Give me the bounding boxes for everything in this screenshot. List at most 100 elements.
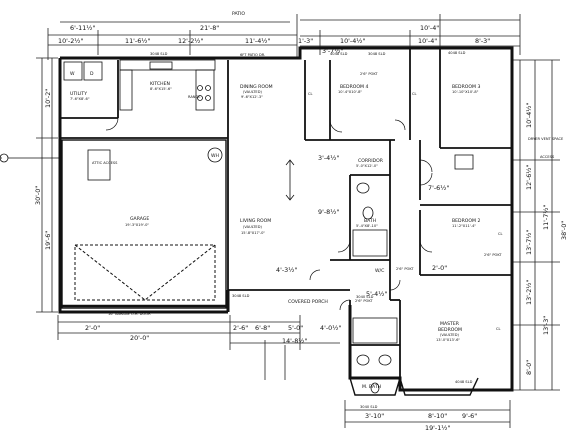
- wic-label: W/C: [375, 268, 384, 274]
- window-label-6: 4048 SLD: [455, 380, 473, 384]
- bath-label: BATH: [364, 218, 376, 224]
- dim-bot-3: 6'-8": [255, 324, 270, 332]
- kitchen-label: KITCHEN: [150, 81, 170, 87]
- attic-access-label: ATTIC ACCESS: [92, 161, 118, 165]
- dim-left-2: 30'-0": [34, 186, 42, 205]
- dim-top-9: 10'-4": [418, 37, 437, 45]
- garage-area: [61, 139, 228, 309]
- dim-bot-11: 19'-1½": [425, 424, 450, 432]
- garage-door-label: 16' GARAGE O.H. DOOR: [108, 312, 151, 316]
- dim-bot-5: 4'-0½": [320, 324, 341, 332]
- living-size: 15'-8"X17'-0": [241, 231, 265, 235]
- dim-bot-1: 2'-0": [85, 324, 100, 332]
- dim-top-1: 6'-11½": [70, 24, 95, 32]
- interior-walls: [60, 48, 512, 378]
- corridor-label: CORRIDOR: [358, 158, 384, 164]
- dim-mid-2: 9'-8½": [318, 208, 339, 216]
- dim-right-8: 8'-0": [525, 360, 533, 375]
- right-dimensions: [512, 59, 560, 391]
- bay-window: [349, 377, 479, 396]
- dim-bot-8: 3'-10": [365, 412, 384, 420]
- dim-top-10: 8'-3": [475, 37, 490, 45]
- bedroom4-label: BEDROOM 4: [340, 84, 368, 90]
- dim-top-3: 11'-4½": [245, 37, 270, 45]
- master-vaulted: (VAULTED): [440, 333, 459, 337]
- closet-label-3: CL: [498, 232, 503, 236]
- living-label: LIVING ROOM: [240, 218, 271, 224]
- bath-fixtures: [352, 154, 474, 394]
- window-label-5: 3040 SLD: [360, 405, 378, 409]
- left-dimensions: [0, 57, 58, 313]
- master-size: 13'-0"X13'-6": [436, 338, 460, 342]
- closet-label-2: CL: [412, 92, 417, 96]
- dim-bot-4: 5'-0": [288, 324, 303, 332]
- bedroom3-label: BEDROOM 3: [452, 84, 480, 90]
- dim-right-7: 13'-3": [542, 316, 550, 335]
- bath-size: 5'-4"X8'-10": [356, 224, 378, 228]
- door-swings: [105, 117, 433, 311]
- wh-label: WH: [211, 153, 219, 159]
- living-vaulted: (VAULTED): [243, 225, 262, 229]
- dim-right-2: 12'-6½": [525, 165, 533, 190]
- dim-top-12: 10'-4": [420, 24, 439, 32]
- window-label-4: 3048 SLD: [232, 294, 250, 298]
- dim-right-5: 13'-7½": [525, 230, 533, 255]
- dim-right-6: 13'-2½": [525, 280, 533, 305]
- dryer-mark: D: [90, 71, 94, 77]
- dim-top-4: 10'-2½": [58, 37, 83, 45]
- dim-right-3: 38'-0": [560, 221, 568, 240]
- pocket-door-3: 2'6" POKT: [355, 299, 373, 303]
- patio-label: PATIO: [232, 11, 245, 17]
- closet-label-4: CL: [496, 327, 501, 331]
- master-label: MASTER: [440, 321, 460, 327]
- range-label: RANGE: [188, 95, 201, 99]
- window-label-3: 4048 SLD: [448, 51, 466, 55]
- mbath-label: M. BATH: [362, 384, 381, 390]
- pocket-door-2: 2'6" POKT: [484, 253, 502, 257]
- bedroom3-size: 10'-10"X10'-8": [452, 90, 479, 94]
- utility-label: UTILITY: [70, 91, 87, 97]
- covered-porch-label: COVERED PORCH: [288, 299, 328, 305]
- dim-top-7: 1'-3": [298, 37, 313, 45]
- dim-bot-6: 20'-0": [130, 334, 149, 342]
- dim-top-6: 12'-2½": [178, 37, 203, 45]
- washer-mark: W: [70, 71, 75, 77]
- dim-left-3: 19'-6": [44, 231, 52, 250]
- dining-vaulted: (VAULTED): [243, 90, 262, 94]
- dryer-vent-note: DRYER VENT SPACE: [528, 137, 564, 141]
- dim-mid-1: 3'-4½": [318, 154, 339, 162]
- dim-left-1: 10'-2": [44, 89, 52, 108]
- kitchen-size: 8'-6"X15'-6": [150, 87, 172, 91]
- corridor-size: 5'-0"X12'-0": [356, 164, 378, 168]
- bedroom4-size: 10'-4"X10'-8": [338, 90, 362, 94]
- dim-bot-9: 8'-10": [428, 412, 447, 420]
- master-sub-label: BEDROOM: [438, 327, 462, 333]
- dim-right-4: 11'-7½": [542, 205, 550, 230]
- utility-size: 7'-6"X8'-6": [70, 97, 90, 101]
- patio-door-label: 6FT PATIO DR.: [240, 53, 265, 57]
- top-dimensions: [47, 14, 521, 60]
- arrow-marks: [0, 153, 295, 201]
- bottom-dimensions: [57, 315, 511, 428]
- bedroom2-size: 11'-2"X11'-4": [452, 224, 476, 228]
- dining-size: 9'-6"X12'-3": [241, 95, 263, 99]
- window-label-7: 3040 SLD: [356, 295, 374, 299]
- pocket-door-4: 2'6" POKT: [396, 267, 414, 271]
- kitchen-fixtures: [63, 59, 223, 181]
- dim-right-1: 10'-4½": [525, 103, 533, 128]
- dim-mid-5: 5'-4½": [366, 290, 387, 298]
- closet-label-1: CL: [308, 92, 313, 96]
- bedroom2-label: BEDROOM 2: [452, 218, 480, 224]
- window-label-1: 3048 SLD: [150, 52, 168, 56]
- dim-mid-3: 7'-6½": [428, 184, 449, 192]
- dim-mid-6: 2'-0": [432, 264, 447, 272]
- dim-top-5: 11'-6½": [125, 37, 150, 45]
- dim-top-2: 21'-8": [200, 24, 219, 32]
- garage-label: GARAGE: [130, 216, 149, 222]
- access-note: ACCESS: [540, 155, 555, 159]
- dim-bot-2: 2'-6": [233, 324, 248, 332]
- dim-bot-10: 9'-6": [462, 412, 477, 420]
- dim-bot-7: 14'-8½": [282, 337, 307, 345]
- dim-mid-4: 4'-3½": [276, 266, 297, 274]
